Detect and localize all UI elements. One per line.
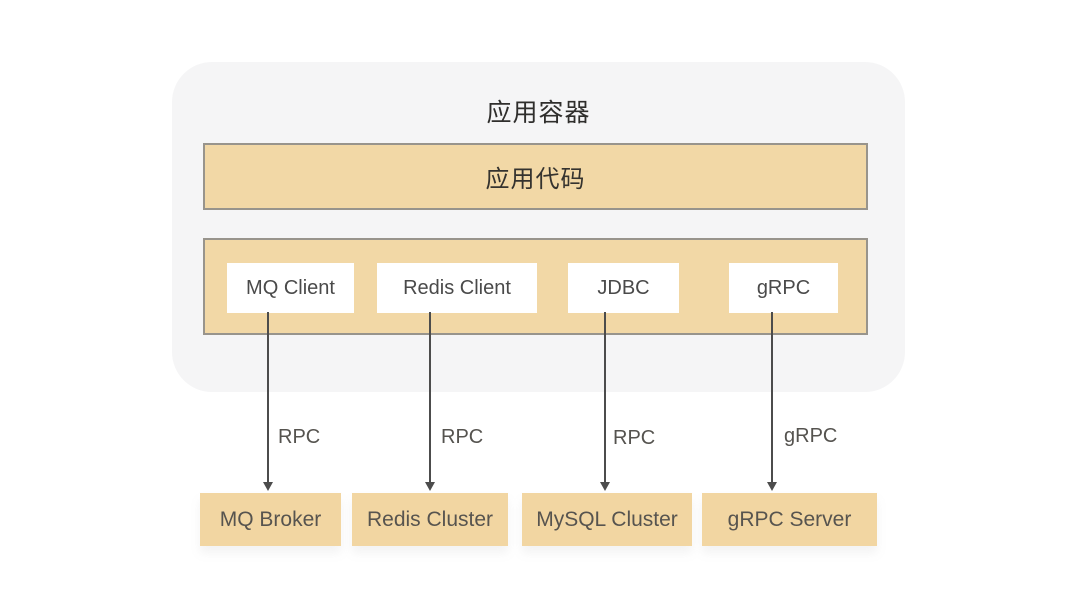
arrowhead-down-icon (425, 482, 435, 491)
arrow-grpc-to-grpc-server (767, 312, 777, 491)
arrow-mq-client-to-mq-broker (263, 312, 273, 491)
server-label: MQ Broker (219, 507, 322, 531)
server-label: gRPC Server (727, 507, 852, 531)
client-label: MQ Client (246, 276, 335, 299)
client-label: gRPC (756, 276, 811, 299)
arrowhead-down-icon (263, 482, 273, 491)
server-box-grpc-server: gRPC Server (702, 493, 877, 546)
client-label: JDBC (597, 276, 650, 299)
client-libraries-group-box: MQ Client Redis Client JDBC gRPC (203, 238, 868, 335)
arrow-jdbc-to-mysql-cluster (600, 312, 610, 491)
app-code-label: 应用代码 (485, 166, 586, 193)
protocol-label-rpc: RPC (613, 427, 656, 449)
protocol-label-rpc: RPC (278, 426, 321, 448)
server-label: MySQL Cluster (536, 507, 678, 531)
arrowhead-down-icon (767, 482, 777, 491)
client-box-jdbc: JDBC (568, 263, 679, 313)
arrowhead-down-icon (600, 482, 610, 491)
client-box-mq-client: MQ Client (227, 263, 354, 313)
application-container-group: 应用容器 应用代码 MQ Client Redis Client JDBC gR… (172, 62, 905, 392)
server-box-mysql-cluster: MySQL Cluster (522, 493, 692, 546)
server-label: Redis Cluster (366, 507, 494, 531)
arrow-redis-client-to-redis-cluster (425, 312, 435, 491)
server-box-mq-broker: MQ Broker (200, 493, 341, 546)
client-box-grpc: gRPC (729, 263, 838, 313)
application-container-title: 应用容器 (486, 99, 591, 127)
client-label: Redis Client (403, 276, 511, 299)
server-box-redis-cluster: Redis Cluster (352, 493, 508, 546)
protocol-label-rpc: RPC (441, 426, 484, 448)
app-code-box: 应用代码 (203, 143, 868, 210)
client-box-redis-client: Redis Client (377, 263, 537, 313)
protocol-label-grpc: gRPC (784, 425, 838, 447)
